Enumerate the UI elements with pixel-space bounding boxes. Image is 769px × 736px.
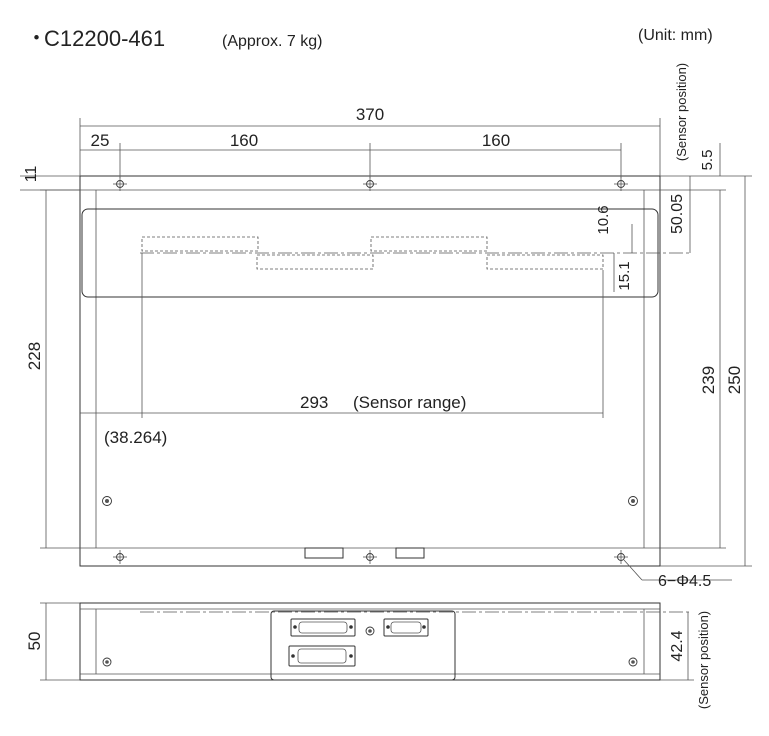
dim-inner-height: 228 [25,342,44,370]
top-view [79,175,690,567]
connector-port-icon [290,618,356,637]
dim-side-height: 50 [25,632,44,651]
dim-height-250: 250 [725,366,744,394]
dim-sensor-range: 293 [300,393,328,412]
dim-hole-pitch-right: 160 [482,131,510,150]
connector-tab [395,547,425,559]
side-dimensions: 50 42.4 (Sensor position) [25,602,711,709]
label-sensor-position-side: (Sensor position) [696,611,711,709]
sensor-chip [370,236,488,252]
mounting-hole [363,177,377,191]
label-sensor-position-top: (Sensor position) [674,63,689,161]
mounting-hole [614,550,628,564]
weight-label: (Approx. 7 kg) [222,33,322,50]
callout-holes: 6−Φ4.5 [658,573,711,590]
mounting-hole [113,550,127,564]
dim-edge-offset: 25 [91,131,110,150]
side-view-outline [79,602,661,681]
top-dimensions: 370 25 160 160 11 228 (Sensor position) … [20,63,752,590]
screw-icon [628,657,638,667]
mounting-hole [113,177,127,191]
top-view-outline [79,175,661,567]
mounting-hole [363,550,377,564]
mounting-hole [614,177,628,191]
connector-tab [304,547,344,559]
dim-sensor-offset-top: 5.5 [699,150,716,171]
screw-icon [628,496,638,506]
unit-label: (Unit: mm) [638,27,713,44]
screw-icon [102,657,112,667]
dim-sensor-row-gap: 10.6 [595,205,612,234]
sensor-chip [486,254,604,270]
dim-sensor-range-offset: (38.264) [104,428,167,447]
connector-port-icon [288,645,356,667]
dim-side-sensor-height: 42.4 [669,630,686,661]
dim-sensor-depth: 50.05 [669,194,686,234]
model-number: C12200-461 [44,26,165,51]
dim-overall-width: 370 [356,105,384,124]
connector-panel [270,610,456,681]
dim-height-239: 239 [699,366,718,394]
sensor-chip [141,236,259,252]
title-bullet: ・ [26,27,47,50]
sensor-chip [256,254,374,270]
dim-top-margin: 11 [23,166,40,183]
label-sensor-range: (Sensor range) [353,393,466,412]
dim-sensor-row-gap2: 15.1 [616,261,633,290]
screw-icon [365,626,375,636]
dim-hole-pitch-left: 160 [230,131,258,150]
connector-port-icon [383,618,429,637]
side-view [79,602,690,681]
screw-icon [102,496,112,506]
